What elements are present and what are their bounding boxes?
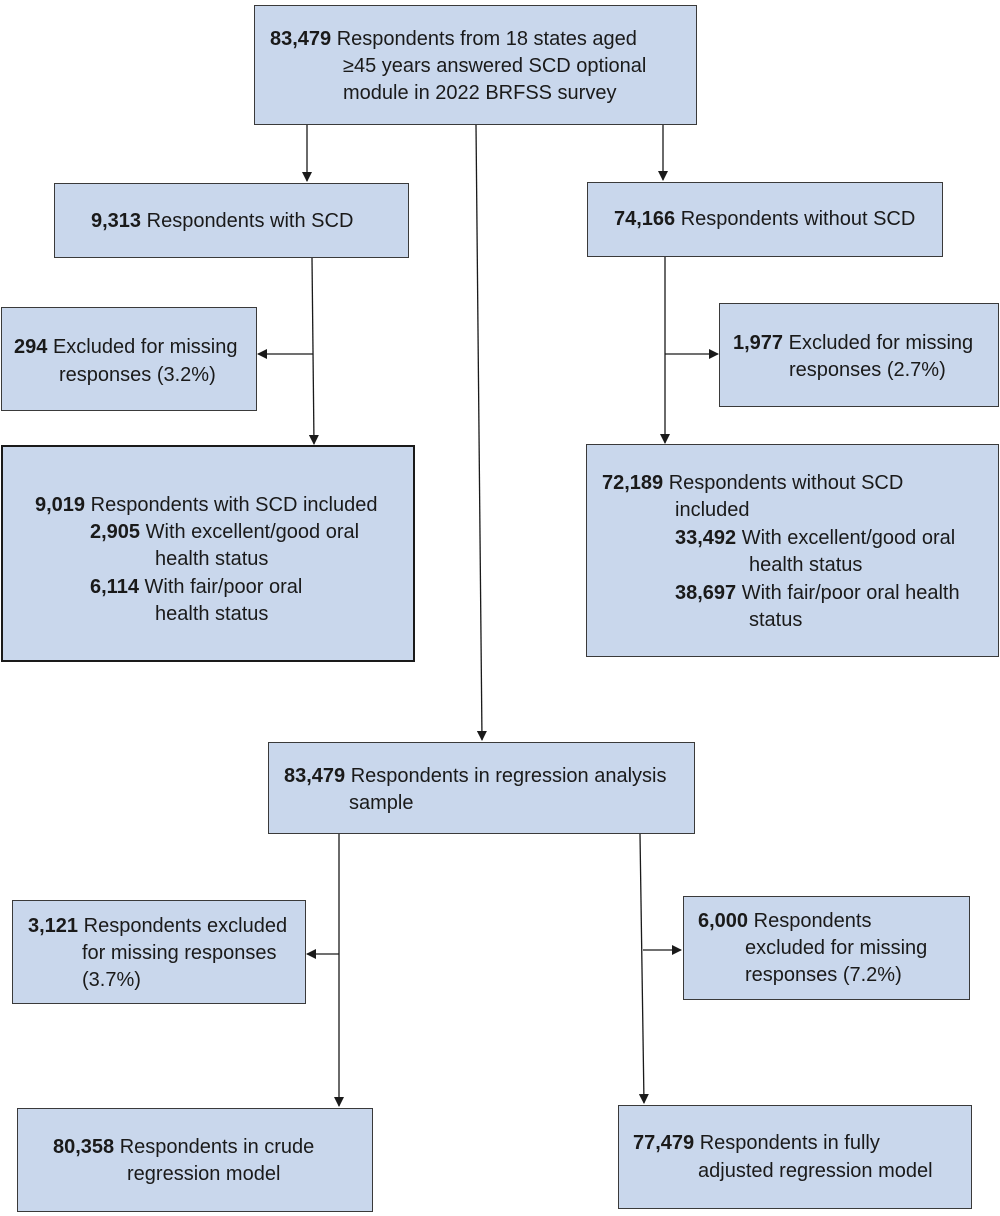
label: adjusted regression model [698,1160,933,1182]
node-top-respondents: 83,479 Respondents from 18 states aged ≥… [254,5,697,125]
count: 33,492 [675,527,737,549]
label: Respondents in regression analysis [350,765,667,787]
label: Excluded for missing [52,336,238,358]
label: Respondents from 18 states aged [336,28,637,50]
label: Respondents without SCD [668,472,904,494]
count: 9,313 [91,210,142,232]
count: 6,000 [698,910,749,932]
node-excluded-crude: 3,121 Respondents excluded for missing r… [12,900,306,1004]
label: Respondents in fully [699,1132,880,1154]
count: 38,697 [675,582,737,604]
line-regression-right-down [638,833,649,1104]
label: regression model [127,1163,281,1185]
label: module in 2022 BRFSS survey [343,82,617,104]
line-with-scd-down [308,257,319,445]
label: ≥45 years answered SCD optional [343,55,647,77]
label: status [749,609,803,631]
count: 74,166 [614,208,676,230]
count: 83,479 [284,765,346,787]
count: 3,121 [28,915,79,937]
label: Excluded for missing [788,332,974,354]
label: for missing responses [82,942,277,964]
count: 9,019 [35,494,86,516]
label: responses (3.2%) [59,364,216,386]
node-without-scd: 74,166 Respondents without SCD [587,182,943,257]
label: responses (2.7%) [789,359,946,381]
node-fully-adjusted-model: 77,479 Respondents in fully adjusted reg… [618,1105,972,1209]
label: Respondents without SCD [680,208,916,230]
label: Respondents excluded [83,915,288,937]
label: included [675,499,750,521]
label: (3.7%) [82,969,141,991]
count: 72,189 [602,472,664,494]
label: Respondents in crude [119,1136,315,1158]
node-regression-sample: 83,479 Respondents in regression analysi… [268,742,695,834]
node-with-scd: 9,313 Respondents with SCD [54,183,409,258]
label: Respondents with SCD [146,210,354,232]
count: 2,905 [90,521,141,543]
label: With excellent/good oral [145,521,360,543]
count: 294 [14,336,48,358]
node-crude-model: 80,358 Respondents in crude regression m… [17,1108,373,1212]
count: 83,479 [270,28,332,50]
node-scd-included: 9,019 Respondents with SCD included 2,90… [1,445,415,662]
label: sample [349,792,414,814]
node-excluded-full: 6,000 Respondents excluded for missing r… [683,896,970,1000]
label: Respondents [753,910,872,932]
arrow-top-to-regression [475,124,487,741]
label: health status [155,603,269,625]
node-without-scd-included: 72,189 Respondents without SCD included … [586,444,999,657]
count: 80,358 [53,1136,115,1158]
label: excluded for missing [745,937,928,959]
label: Respondents with SCD included [90,494,378,516]
label: responses (7.2%) [745,964,902,986]
label: With excellent/good oral [741,527,956,549]
label: health status [155,548,269,570]
count: 77,479 [633,1132,695,1154]
node-excluded-right: 1,977 Excluded for missing responses (2.… [719,303,999,407]
label: With fair/poor oral [144,576,303,598]
label: health status [749,554,863,576]
node-excluded-left: 294 Excluded for missing responses (3.2%… [1,307,257,411]
count: 6,114 [90,576,139,598]
count: 1,977 [733,332,784,354]
label: With fair/poor oral health [741,582,960,604]
